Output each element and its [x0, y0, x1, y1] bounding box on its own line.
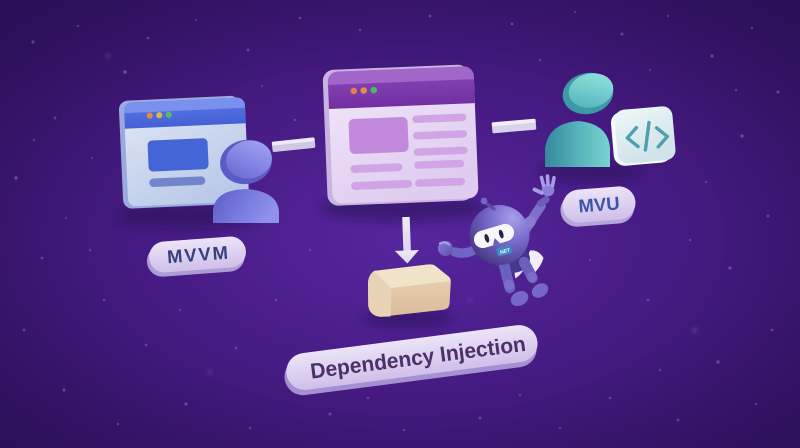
svg-text:MVU: MVU	[578, 192, 621, 216]
svg-text:.NET: .NET	[498, 248, 511, 257]
